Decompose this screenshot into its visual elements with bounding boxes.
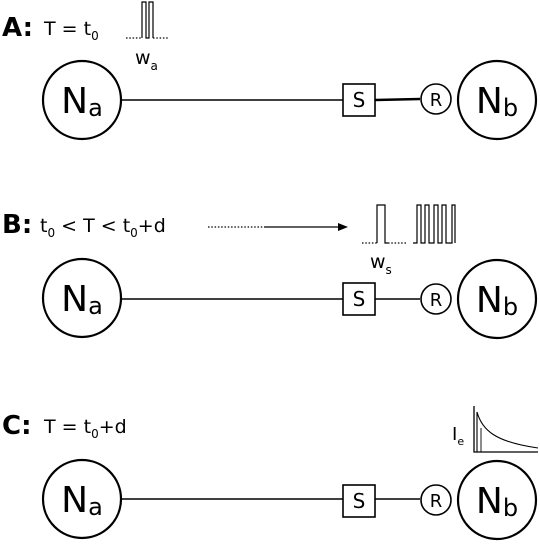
panel-b-synapse-box [342,282,376,316]
panel-a-neuron-b-label: Nb [476,81,518,122]
panel-b: B: t0 < T < t0+d ws Na S R Nb [2,204,538,340]
panel-b-neuron-b-label: Nb [476,280,518,321]
panel-c-synapse-box [342,484,376,518]
panel-a-time: T = t0 [43,18,99,43]
panel-c-letter: C: [2,411,31,441]
panel-c-time: T = t0+d [43,416,127,441]
panel-b-synapse-label: S [353,287,366,311]
panel-b-neuron-b [456,258,538,340]
panel-c-receptor-label: R [430,491,443,512]
panel-b-receptor [420,283,452,315]
panel-b-neuron-a [41,257,123,339]
panel-a-pulse [126,1,168,39]
panel-a-time-main: T = t [43,18,91,40]
panel-a-neuron-a-label: Na [61,81,103,122]
panel-b-pulse-label: ws [370,251,392,277]
panel-a-letter: A: [2,13,33,43]
panel-a-neuron-a [41,59,123,141]
panel-c-current-label: Ie [452,424,464,448]
panel-b-neuron-a-label: Na [61,279,103,320]
panel-a-time-sub: 0 [91,29,99,43]
panel-a-synapse-box [342,83,376,117]
panel-b-letter: B: [2,210,32,240]
panel-b-pulse-train [362,204,456,244]
panel-c-current-trace [473,406,539,453]
panel-a: A: T = t0 wa Na S R Nb [2,1,538,141]
panel-a-pulse-label: wa [135,47,158,73]
panel-c-neuron-a-label: Na [61,480,103,521]
panel-a-receptor-label: R [430,90,443,111]
panel-a-receptor [420,83,452,115]
panel-c-neuron-a [41,458,123,540]
panel-a-synapse-label: S [353,88,366,112]
panel-a-synaptic-link [374,97,421,102]
panel-b-arrow [208,223,348,231]
panel-c-receptor [420,484,452,516]
panel-b-receptor-label: R [430,290,443,311]
panel-c-neuron-b-label: Nb [476,481,518,522]
panel-a-neuron-b [456,59,538,141]
panel-c: C: T = t0+d Ie Na S R Nb [2,406,539,541]
panel-b-time: t0 < T < t0+d [40,215,166,240]
panel-c-synapse-label: S [353,489,366,513]
panel-c-neuron-b [456,459,538,541]
